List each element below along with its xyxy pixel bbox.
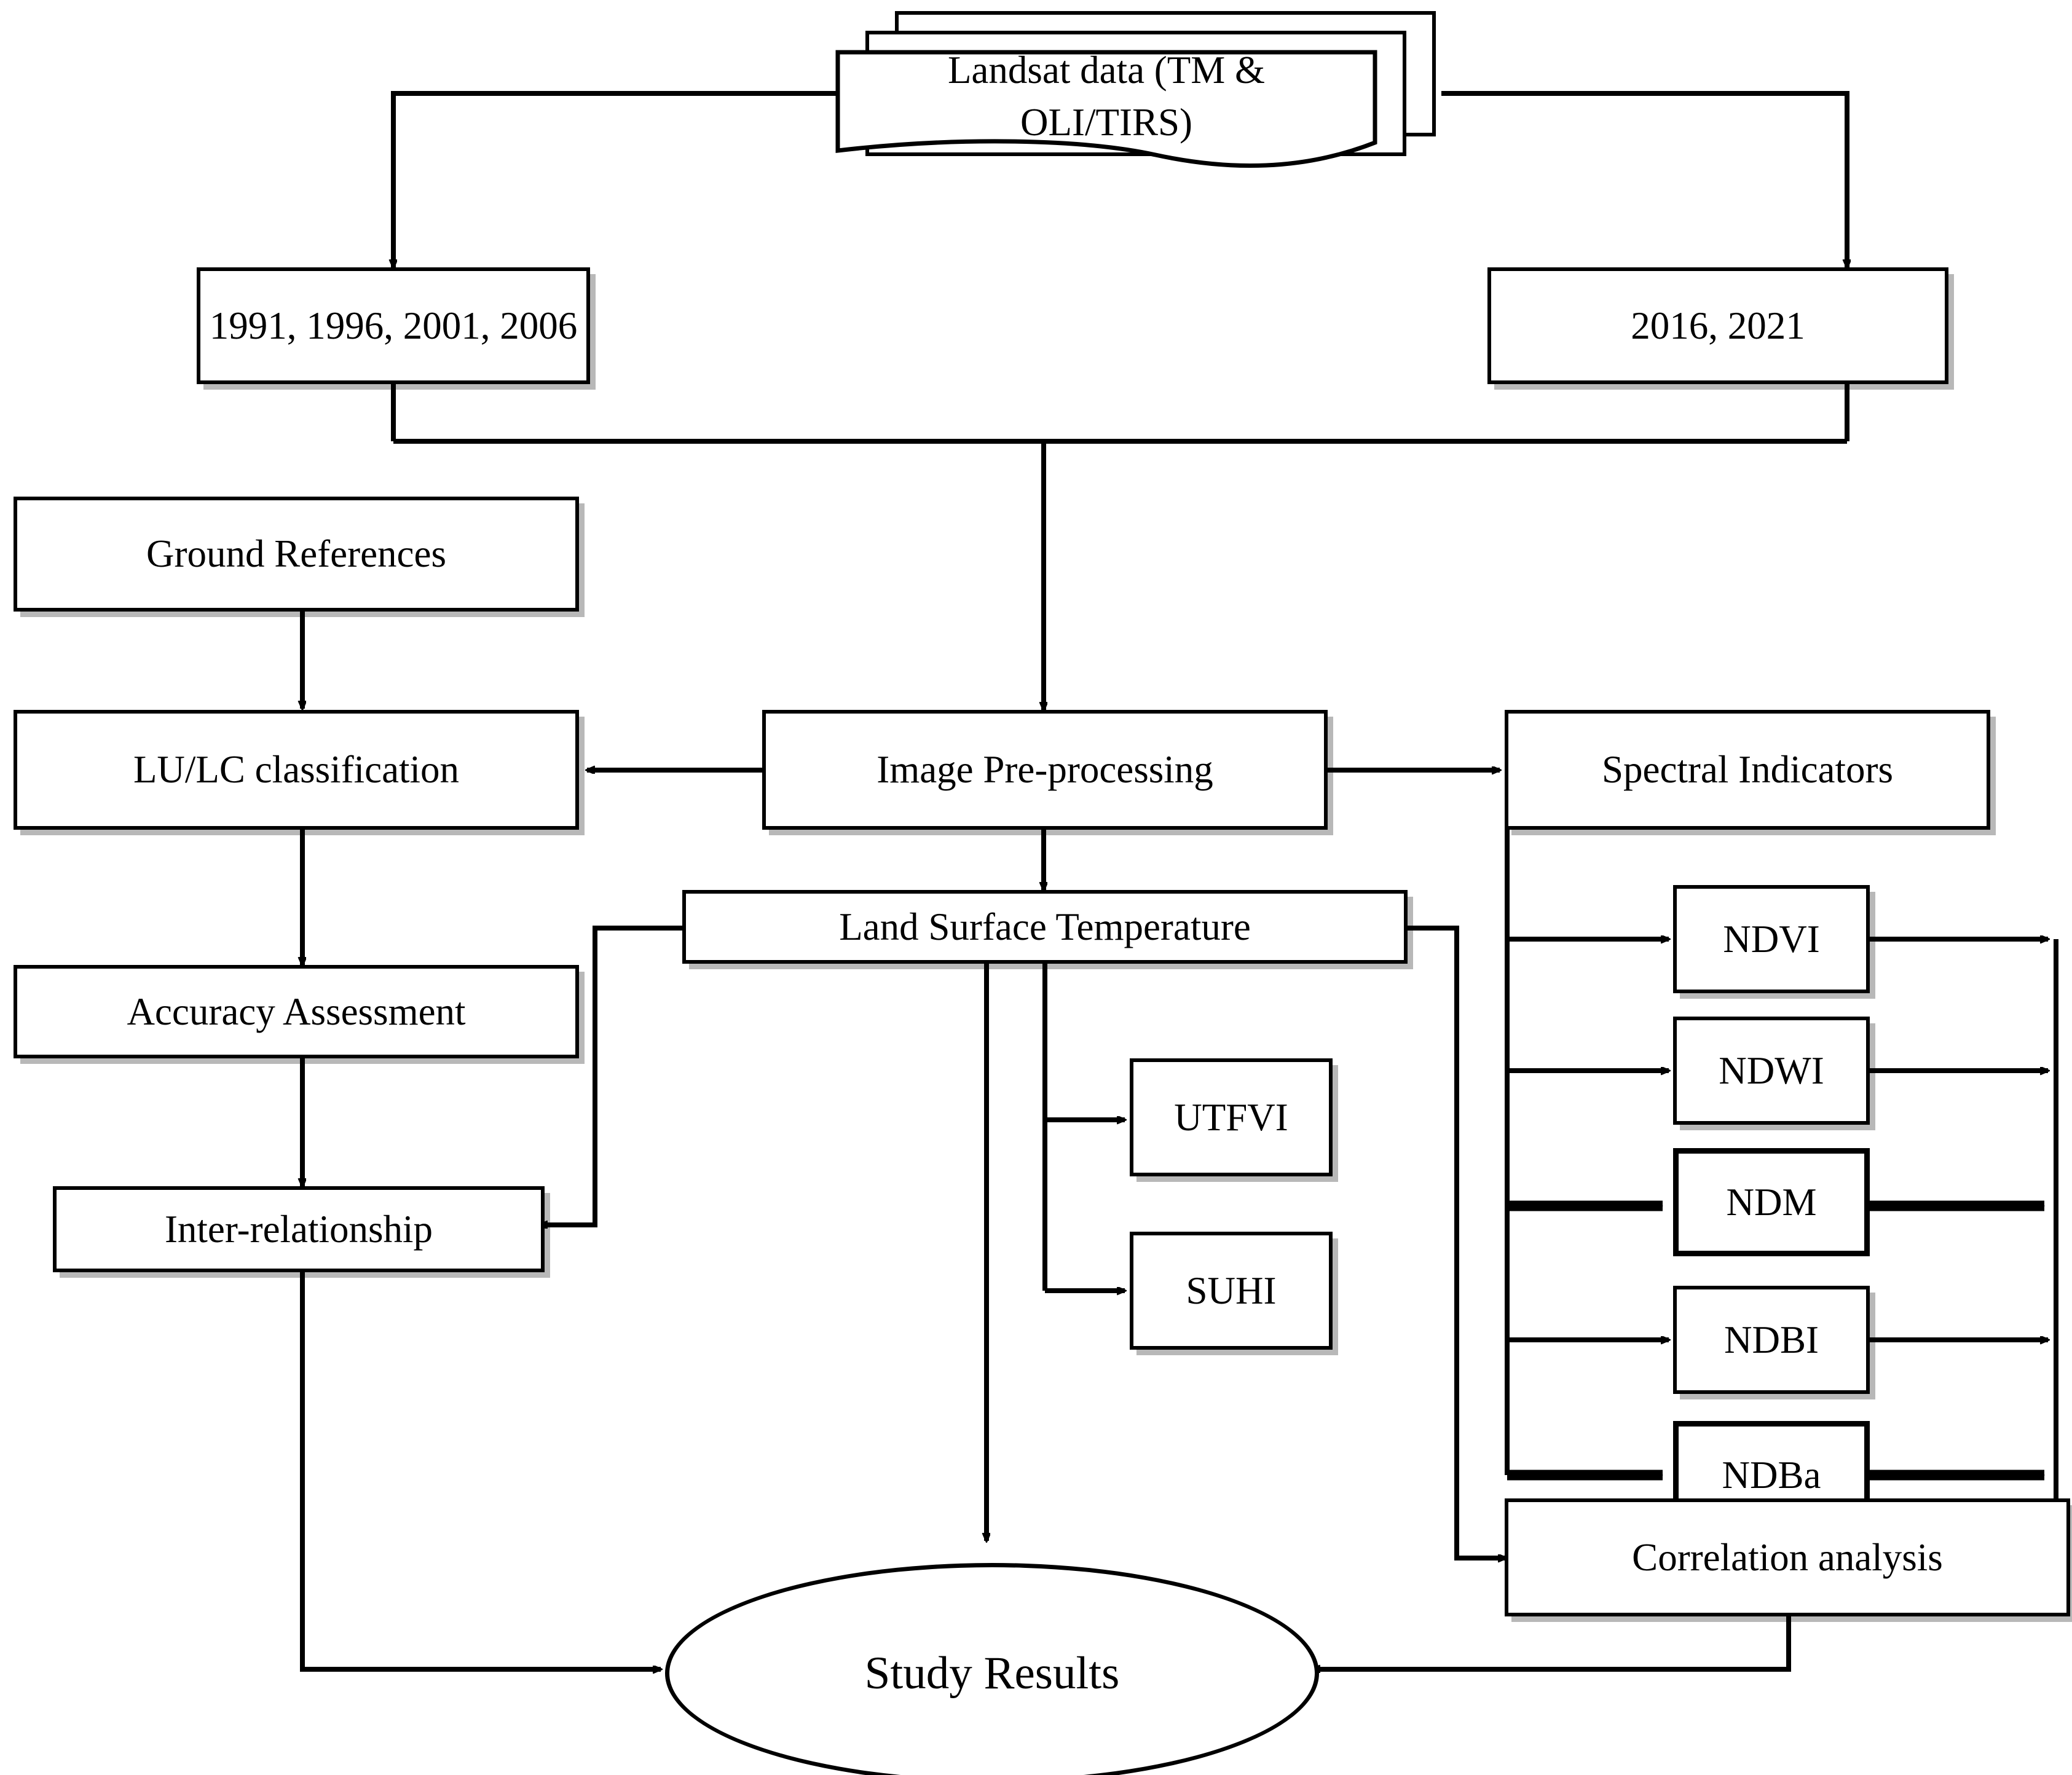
node-land-surface-temperature-label: Land Surface Temperature [839, 905, 1251, 948]
node-spectral-indicators[interactable]: Spectral Indicators [1505, 710, 1990, 830]
node-ground-references[interactable]: Ground References [14, 497, 579, 612]
node-ground-references-label: Ground References [146, 532, 447, 576]
node-accuracy-assessment[interactable]: Accuracy Assessment [14, 965, 579, 1058]
node-lulc-classification[interactable]: LU/LC classification [14, 710, 579, 830]
node-accuracy-assessment-label: Accuracy Assessment [127, 990, 466, 1033]
document-sheet-front [835, 50, 1377, 168]
node-ndvi-label: NDVI [1723, 917, 1820, 961]
node-study-results-label: Study Results [864, 1647, 1120, 1699]
edge-collector-bus [1930, 939, 2058, 1558]
node-years-late[interactable]: 2016, 2021 [1487, 267, 1948, 384]
node-ndm[interactable]: NDM [1673, 1148, 1870, 1256]
node-utfvi[interactable]: UTFVI [1130, 1058, 1333, 1176]
node-spectral-indicators-label: Spectral Indicators [1601, 748, 1894, 792]
node-inter-relationship[interactable]: Inter-relationship [53, 1186, 545, 1272]
edge-landsat-to-years-late [1441, 91, 1847, 267]
edge-landsat-to-years-early [393, 91, 842, 267]
node-ndbi[interactable]: NDBI [1673, 1286, 1870, 1394]
node-land-surface-temperature[interactable]: Land Surface Temperature [682, 890, 1408, 964]
node-suhi-label: SUHI [1186, 1269, 1277, 1312]
edge-inter-to-study-results [300, 1272, 661, 1669]
node-ndwi[interactable]: NDWI [1673, 1017, 1870, 1125]
node-suhi[interactable]: SUHI [1130, 1232, 1333, 1350]
node-ndwi-label: NDWI [1719, 1049, 1824, 1092]
edge-lst-to-inter [540, 926, 682, 1225]
node-years-early-label: 1991, 1996, 2001, 2006 [209, 304, 578, 347]
node-years-early[interactable]: 1991, 1996, 2001, 2006 [197, 267, 590, 384]
node-study-results[interactable]: Study Results [665, 1563, 1319, 1775]
edge-lst-to-correlation [1408, 926, 1506, 1558]
node-inter-relationship-label: Inter-relationship [164, 1207, 433, 1251]
node-lulc-classification-label: LU/LC classification [133, 748, 460, 792]
edge-correlation-to-study-results [1312, 1616, 1791, 1669]
node-image-preprocessing-label: Image Pre-processing [876, 748, 1213, 792]
node-ndm-label: NDM [1726, 1180, 1817, 1224]
node-ndbi-label: NDBI [1724, 1318, 1819, 1361]
node-ndba-label: NDBa [1722, 1453, 1821, 1497]
node-landsat-data-label: Landsat data (TM & OLI/TIRS) [947, 48, 1266, 144]
node-image-preprocessing[interactable]: Image Pre-processing [762, 710, 1328, 830]
node-years-late-label: 2016, 2021 [1631, 304, 1805, 347]
node-correlation-analysis-label: Correlation analysis [1632, 1535, 1943, 1579]
node-landsat-data[interactable]: Landsat data (TM & OLI/TIRS) [835, 11, 1451, 195]
node-ndvi[interactable]: NDVI [1673, 885, 1870, 993]
node-utfvi-label: UTFVI [1174, 1095, 1288, 1139]
node-correlation-analysis[interactable]: Correlation analysis [1505, 1498, 2070, 1616]
